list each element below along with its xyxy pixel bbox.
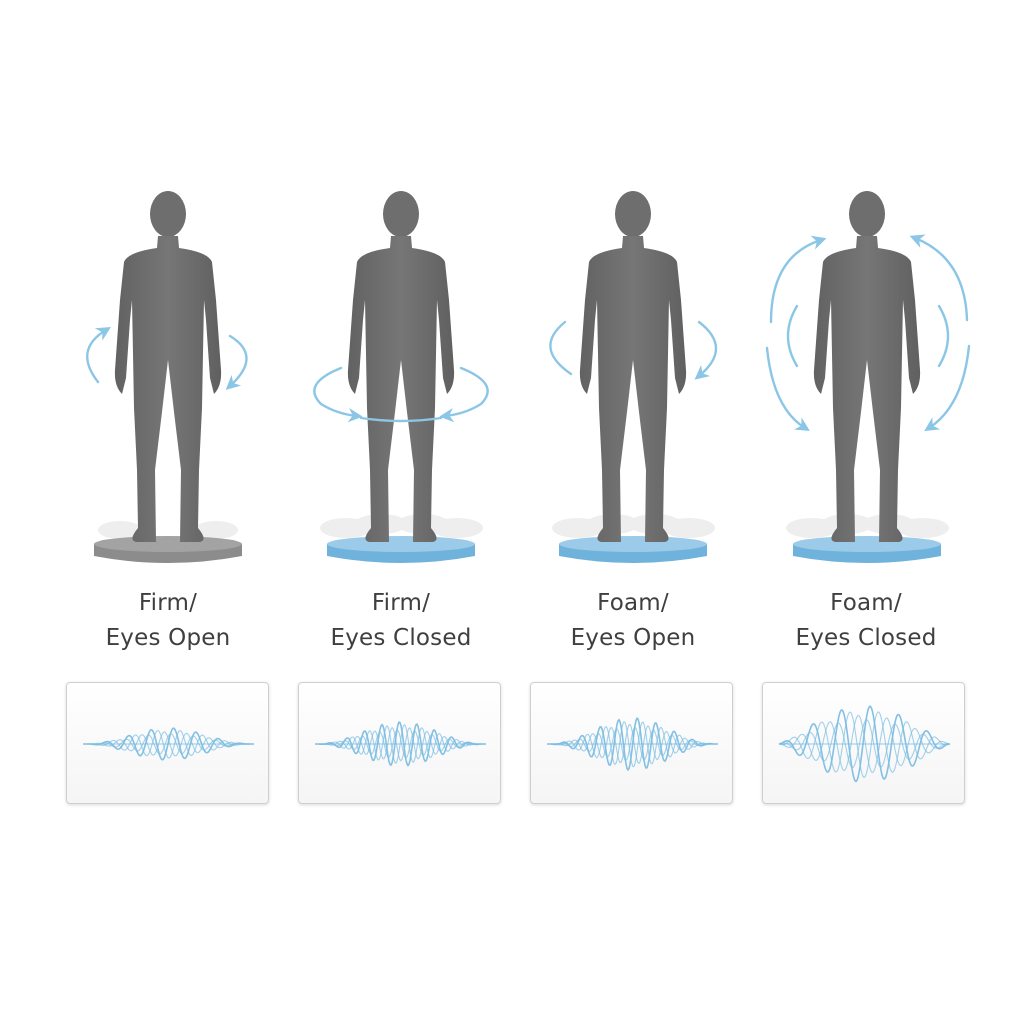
- condition-label-line2: Eyes Open: [570, 625, 696, 651]
- sway-waveform-icon: [83, 727, 254, 761]
- human-figure-icon: [579, 191, 687, 542]
- sway-waveform-panel-foam-eyes-open: [530, 682, 733, 804]
- balance-platform-icon: [94, 521, 242, 563]
- condition-label-foam-eyes-closed: Foam/ Eyes Closed: [751, 586, 981, 656]
- sway-arrow-icon: [86, 327, 248, 390]
- condition-label-firm-eyes-closed: Firm/ Eyes Closed: [286, 586, 516, 656]
- balance-platform-icon: [552, 514, 715, 563]
- condition-figure-foam-eyes-closed: [765, 191, 971, 563]
- condition-label-line2: Eyes Closed: [330, 625, 472, 651]
- sway-arrow-icon: [549, 320, 717, 380]
- condition-figure-foam-eyes-open: [549, 191, 717, 563]
- condition-label-line1: Firm/: [138, 590, 198, 616]
- condition-label-line1: Foam/: [597, 590, 669, 616]
- balance-platform-icon: [320, 514, 483, 563]
- condition-label-line2: Eyes Closed: [795, 625, 937, 651]
- condition-label-line1: Firm/: [371, 590, 431, 616]
- sway-waveform-icon: [547, 717, 718, 772]
- human-figure-icon: [114, 191, 222, 542]
- condition-figure-firm-eyes-open: [86, 191, 248, 563]
- sway-arrow-icon: [313, 366, 489, 423]
- sway-waveform-icon: [778, 705, 951, 783]
- human-figure-icon: [347, 191, 455, 542]
- condition-label-firm-eyes-open: Firm/ Eyes Open: [53, 586, 283, 656]
- sway-waveform-panel-firm-eyes-open: [66, 682, 269, 804]
- sway-waveform-panel-firm-eyes-closed: [298, 682, 501, 804]
- condition-label-foam-eyes-open: Foam/ Eyes Open: [518, 586, 748, 656]
- condition-label-line2: Eyes Open: [105, 625, 231, 651]
- condition-label-line1: Foam/: [830, 590, 902, 616]
- human-figure-icon: [813, 191, 921, 542]
- sway-waveform-icon: [315, 721, 486, 767]
- balance-platform-icon: [786, 514, 949, 563]
- sway-arrow-icon: [765, 234, 971, 432]
- sway-waveform-panel-foam-eyes-closed: [762, 682, 965, 804]
- condition-figure-firm-eyes-closed: [313, 191, 489, 563]
